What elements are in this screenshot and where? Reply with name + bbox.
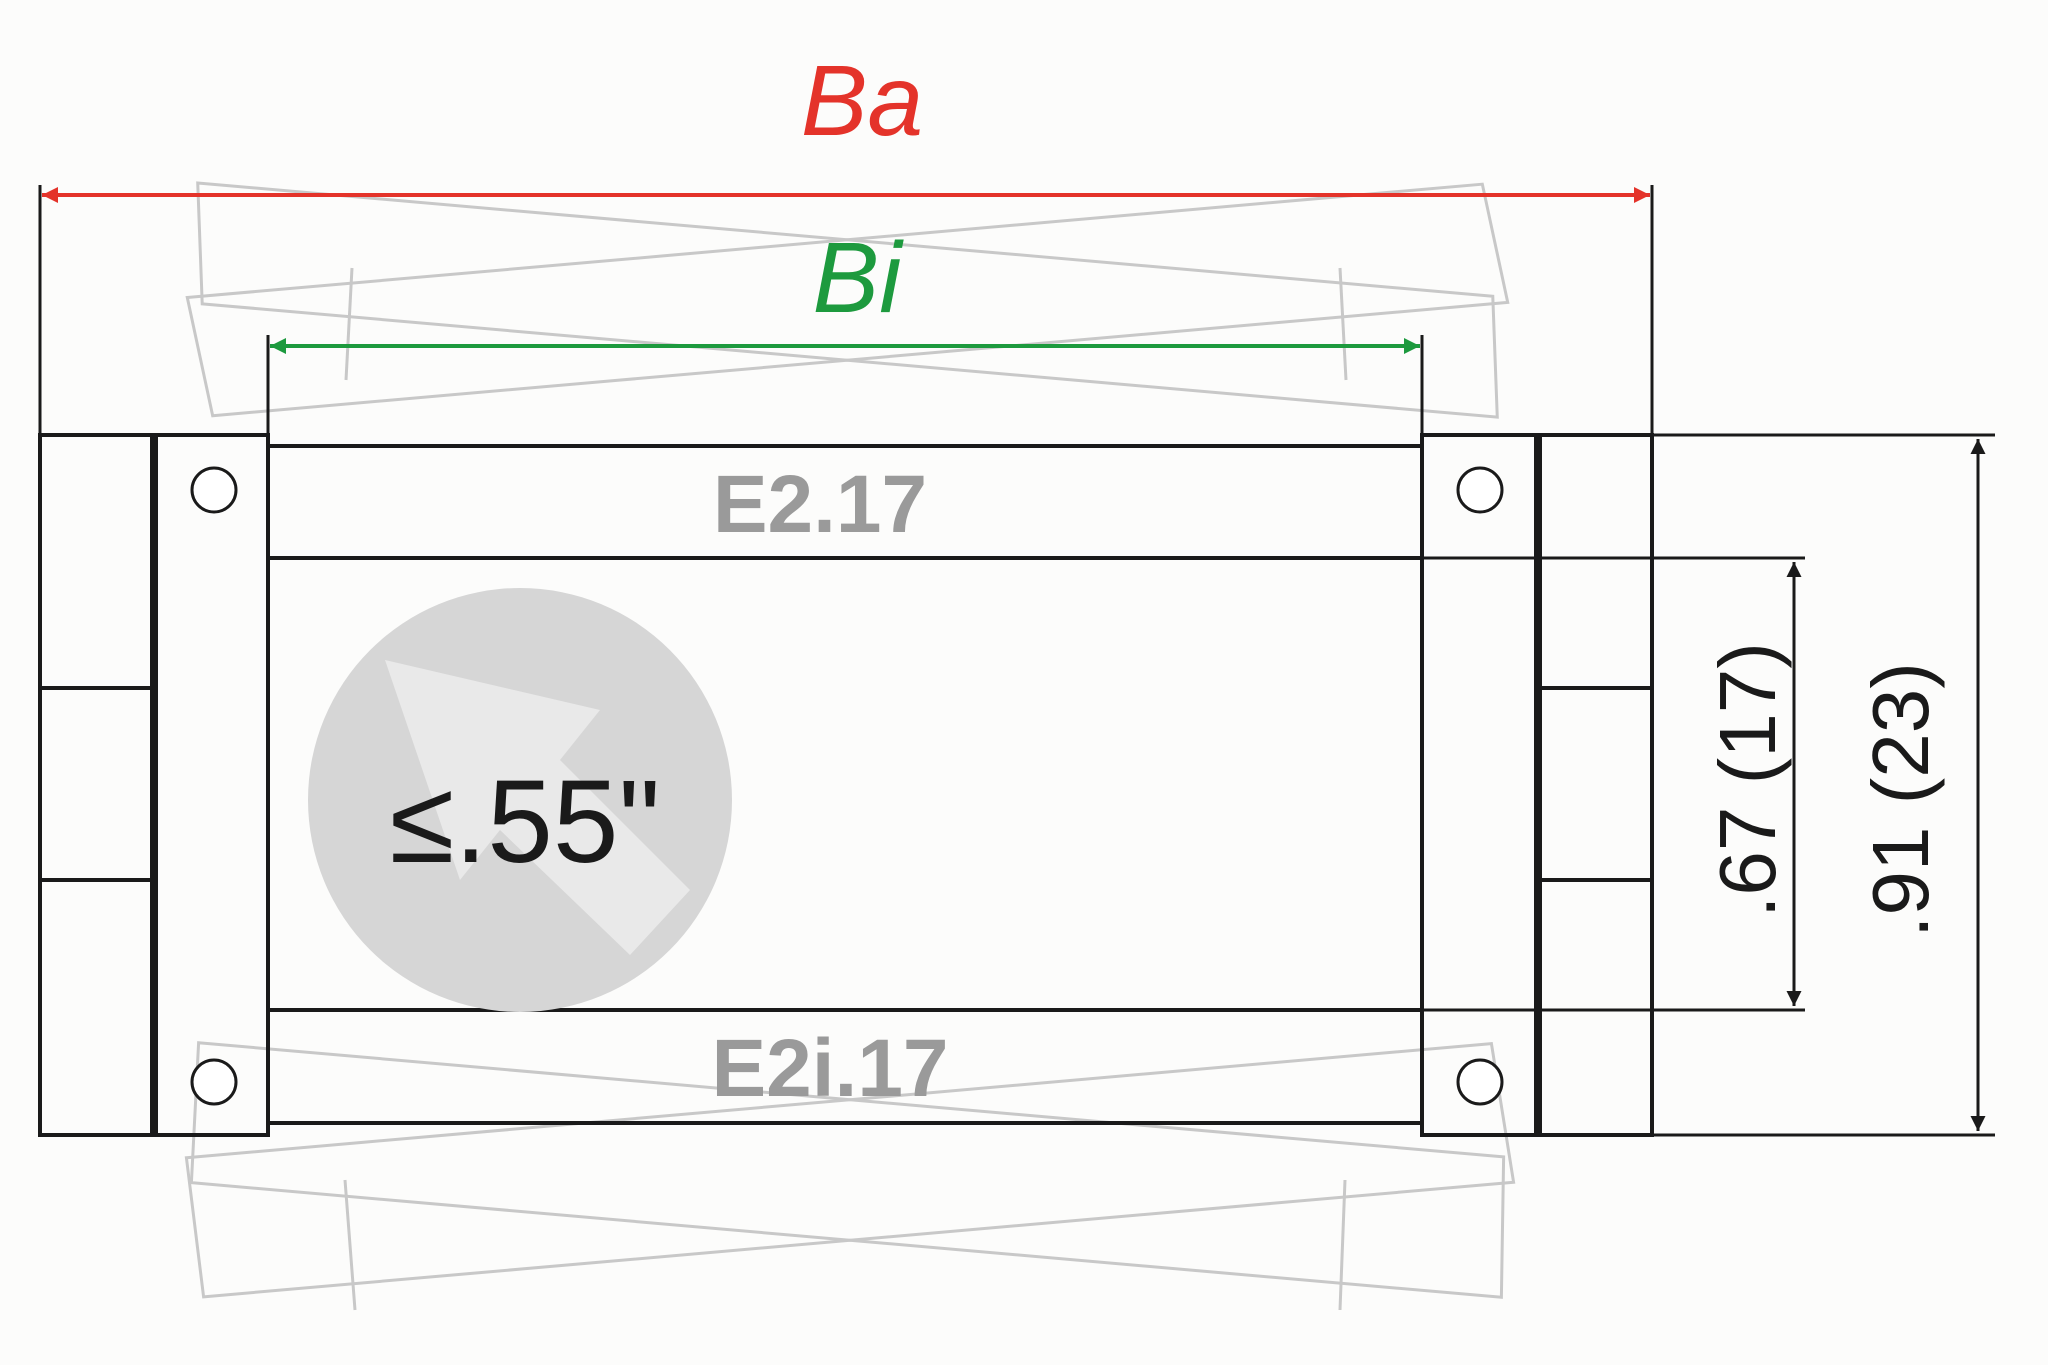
top-crossbar [266,444,1424,560]
bend-arrow [385,660,690,955]
hole-bottom-left [190,1058,238,1106]
hole-bottom-right [1456,1058,1504,1106]
inner-width-dimension [266,335,1424,445]
height-dimensions [1422,433,1995,1137]
inner-width-label: Bi [813,222,905,334]
pin-holes [190,466,1504,1106]
bottom-part-label: E2i.17 [711,1023,948,1114]
chain-profile [38,433,1654,1137]
ghost-bar-bottom-b [184,1041,1516,1299]
hole-top-right [1456,466,1504,514]
bend-label: ≤.55" [390,756,661,888]
left-inner-plate [154,433,270,1137]
right-inner-plate [1420,433,1538,1137]
ghost-bar-top-b [185,182,1510,418]
outer-height-label: .91 (23) [1856,662,1945,938]
bend-indicator: ≤.55" [308,588,732,1012]
top-part-label: E2.17 [713,459,927,550]
outer-width-label: Ba [801,45,923,157]
ghost-crossbars [184,181,1516,1311]
inner-height-label: .67 (17) [1703,642,1792,918]
right-outer-plate [1538,433,1654,1137]
ghost-bar-top-a [196,181,1499,419]
hole-top-left [190,466,238,514]
outer-width-dimension [38,185,1654,435]
bottom-crossbar [266,1008,1424,1125]
left-outer-plate [38,433,154,1137]
